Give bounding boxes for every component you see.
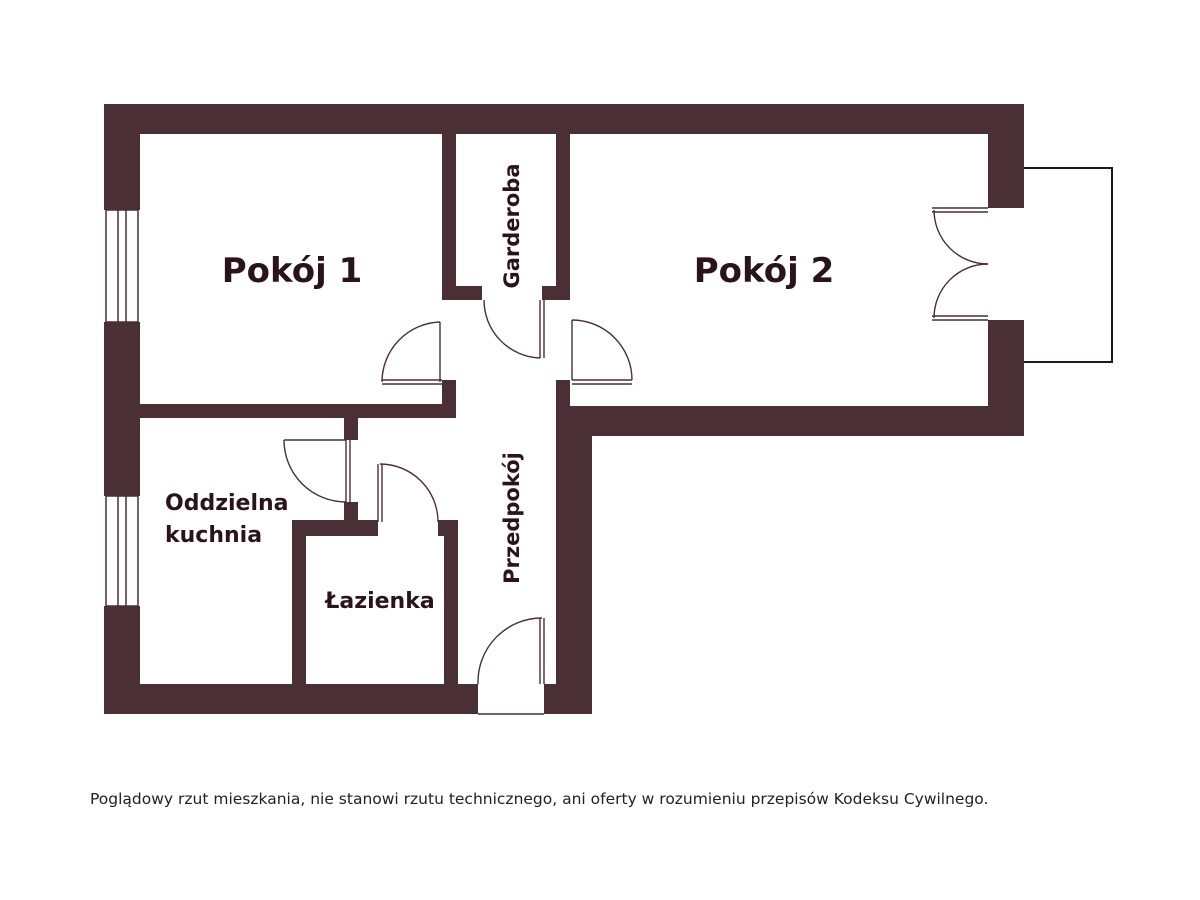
- disclaimer-text: Poglądowy rzut mieszkania, nie stanowi r…: [90, 790, 989, 808]
- wall-bottom-left: [104, 684, 478, 714]
- wall-pokoj1-right: [442, 134, 456, 288]
- window-kuchnia: [105, 495, 139, 607]
- door-pokoj2: [571, 319, 633, 385]
- label-pokoj1: Pokój 1: [222, 251, 362, 291]
- wall-right-upper: [988, 104, 1024, 208]
- label-kuchnia-line1: Oddzielna: [165, 491, 289, 516]
- wall-right-lower: [988, 320, 1024, 436]
- label-kuchnia-line2: kuchnia: [165, 523, 262, 548]
- wall-lazienka-left: [292, 520, 306, 690]
- wall-garderoba-bottom: [442, 286, 482, 300]
- wall-pokoj1-door-jamb: [442, 380, 456, 418]
- label-pokoj2: Pokój 2: [694, 251, 834, 291]
- door-garderoba: [483, 299, 545, 359]
- wall-kuchnia-right-lower: [344, 502, 358, 522]
- window-pokoj1: [105, 209, 139, 323]
- wall-pokoj2-left-lower: [556, 380, 570, 420]
- balcony: [1024, 167, 1113, 363]
- wall-left-middle: [104, 322, 140, 496]
- wall-pokoj1-bottom: [140, 404, 456, 418]
- wall-lazienka-top-left: [292, 520, 378, 536]
- walls: [104, 104, 1024, 714]
- wall-room2-bottom: [556, 406, 1024, 436]
- wall-top: [104, 104, 1024, 134]
- wall-corridor-right: [556, 406, 592, 714]
- wall-garderoba-right: [556, 134, 570, 300]
- wall-kuchnia-right-upper: [344, 418, 358, 440]
- door-balcony: [932, 207, 989, 321]
- door-entrance: [477, 617, 545, 715]
- door-pokoj1: [381, 321, 442, 385]
- door-lazienka: [377, 463, 439, 523]
- label-lazienka: Łazienka: [324, 589, 434, 614]
- wall-left-upper: [104, 104, 140, 210]
- label-garderoba: Garderoba: [500, 163, 524, 288]
- door-kuchnia: [283, 439, 351, 503]
- windows: [105, 209, 139, 607]
- wall-lazienka-right: [444, 520, 458, 690]
- label-przedpokoj: Przedpokój: [500, 452, 524, 584]
- doors: [283, 207, 989, 715]
